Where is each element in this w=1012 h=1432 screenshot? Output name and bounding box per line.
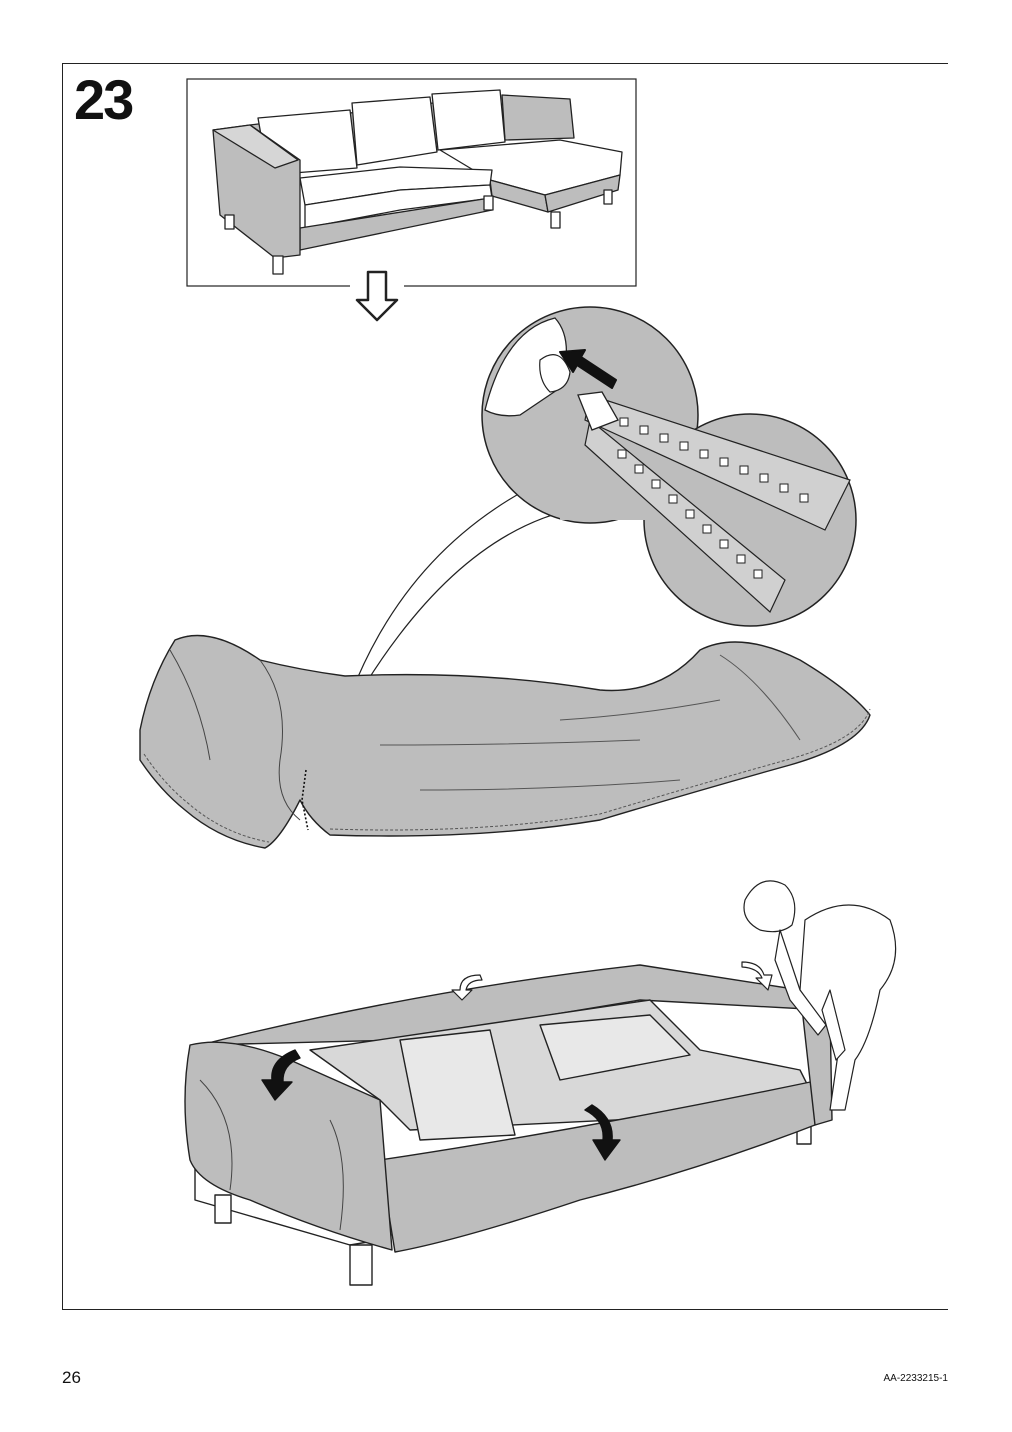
document-code: AA-2233215-1 xyxy=(883,1373,949,1384)
overview-panel xyxy=(186,78,637,287)
step-frame xyxy=(62,63,948,1310)
sofa-cover-image xyxy=(139,634,871,849)
step-number: 23 xyxy=(74,68,134,131)
zipper-detail-callout xyxy=(317,306,857,771)
curved-down-arrow-icon xyxy=(451,974,483,1001)
person-figure xyxy=(743,880,897,1111)
page-number: 26 xyxy=(62,1368,81,1387)
cover-fitting-image xyxy=(184,880,897,1286)
hollow-down-arrow-icon xyxy=(350,270,404,322)
sofa-with-chaise-image xyxy=(212,89,623,275)
curved-down-arrow-icon xyxy=(584,1104,621,1161)
pull-arrow-icon xyxy=(559,349,617,389)
curved-down-arrow-icon xyxy=(261,1049,301,1101)
curved-down-arrow-icon xyxy=(741,961,773,991)
